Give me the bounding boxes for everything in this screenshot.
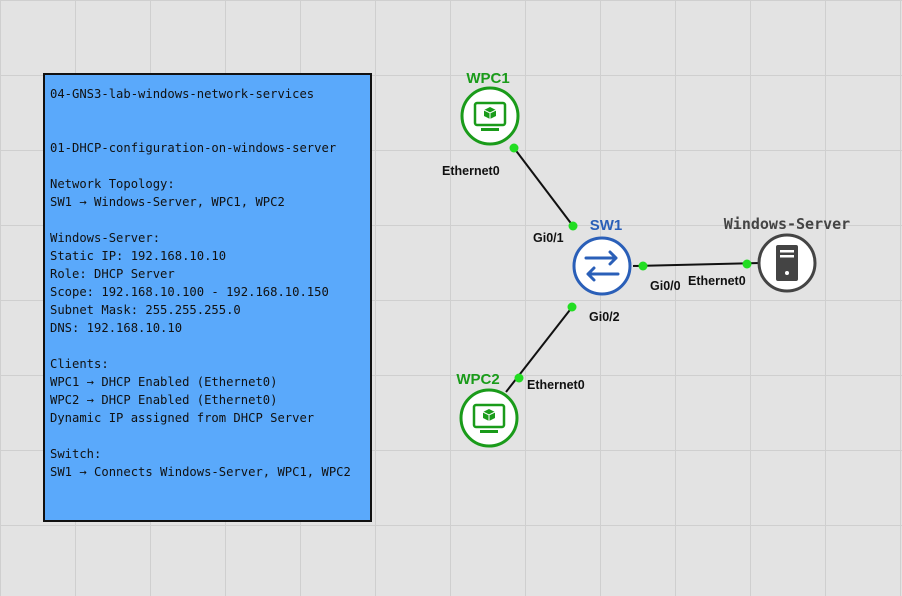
node-label-windows-server: Windows-Server [724,215,850,233]
note-line: SW1 → Windows-Server, WPC1, WPC2 [50,195,285,209]
note-line: Scope: 192.168.10.100 - 192.168.10.150 [50,285,329,299]
workstation-icon [473,101,507,131]
note-line: Clients: [50,357,109,371]
note-line: WPC2 → DHCP Enabled (Ethernet0) [50,393,278,407]
link-wpc1-sw1[interactable] [513,147,574,227]
port-dot [567,302,577,312]
note-line: Role: DHCP Server [50,267,175,281]
link-sw1-server[interactable] [632,262,761,267]
port-label-wpc2-eth0: Ethernet0 [527,378,585,392]
workstation-icon [472,403,506,433]
note-line: Static IP: 192.168.10.10 [50,249,227,263]
port-label-wpc1-eth0: Ethernet0 [442,164,500,178]
port-label-sw1-gi02: Gi0/2 [589,310,620,324]
port-label-sw1-gi01: Gi0/1 [533,231,564,245]
note-line: Network Topology: [50,177,175,191]
node-wpc1[interactable]: WPC1 [460,70,520,146]
port-label-server-eth0: Ethernet0 [688,274,746,288]
port-dot [568,221,578,231]
server-icon [776,245,798,281]
note-line: Dynamic IP assigned from DHCP Server [50,411,315,425]
node-label-wpc1: WPC1 [466,70,509,87]
port-dot [514,373,524,383]
port-label-sw1-gi00: Gi0/0 [650,279,681,293]
switch-icon [584,250,620,282]
node-wpc2[interactable]: WPC2 [456,371,519,448]
note-line: DNS: 192.168.10.10 [50,321,183,335]
note-line: Subnet Mask: 255.255.255.0 [50,303,241,317]
note-line: Windows-Server: [50,231,161,245]
node-windows-server[interactable]: Windows-Server [724,215,850,293]
note-line: Switch: [50,447,102,461]
lab-notes-box[interactable]: 04-GNS3-lab-windows-network-services 01-… [43,73,372,522]
port-dot [742,259,752,269]
node-sw1[interactable]: SW1 [572,217,632,296]
note-line: WPC1 → DHCP Enabled (Ethernet0) [50,375,278,389]
port-dot [509,143,519,153]
note-line: 01-DHCP-configuration-on-windows-server [50,141,337,155]
note-line: SW1 → Connects Windows-Server, WPC1, WPC… [50,465,351,479]
note-line: 04-GNS3-lab-windows-network-services [50,87,315,101]
port-dot [638,261,648,271]
node-label-sw1: SW1 [590,217,623,234]
node-label-wpc2: WPC2 [456,371,499,388]
